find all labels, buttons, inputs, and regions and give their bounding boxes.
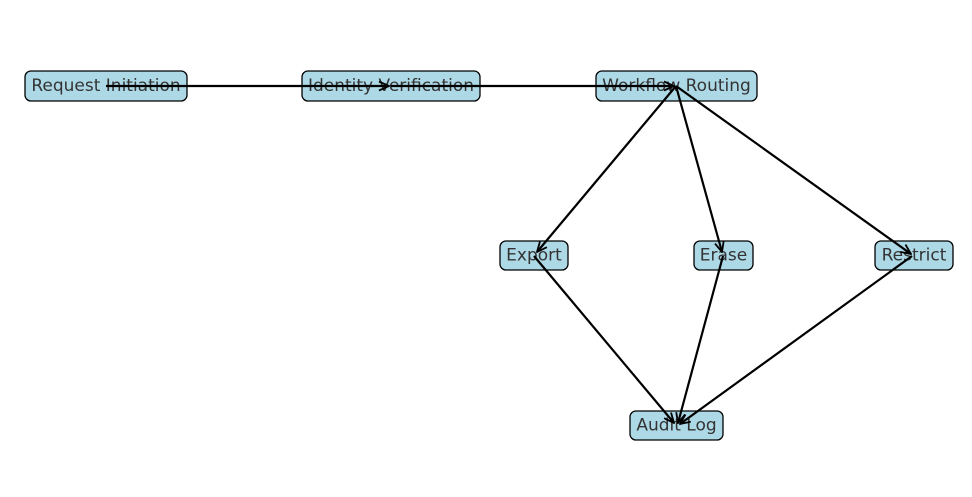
node-restrict: Restrict: [874, 240, 954, 271]
edge-workflow-routing-to-restrict: [675, 85, 911, 254]
node-erase: Erase: [693, 240, 754, 271]
edge-export-to-audit-log: [533, 255, 674, 423]
node-label: Export: [506, 246, 562, 266]
node-export: Export: [499, 240, 569, 271]
node-label: Restrict: [882, 246, 947, 266]
node-audit-log: Audit Log: [629, 410, 724, 441]
edge-erase-to-audit-log: [678, 255, 725, 423]
edge-restrict-to-audit-log: [680, 255, 913, 424]
edge-workflow-routing-to-erase: [674, 85, 722, 252]
node-label: Erase: [700, 246, 747, 266]
edges-layer: [106, 86, 912, 424]
node-label: Audit Log: [636, 416, 716, 436]
nodes-layer: Request Initiation Identity Verification…: [24, 70, 954, 441]
edge-workflow-routing-to-export: [537, 85, 677, 252]
